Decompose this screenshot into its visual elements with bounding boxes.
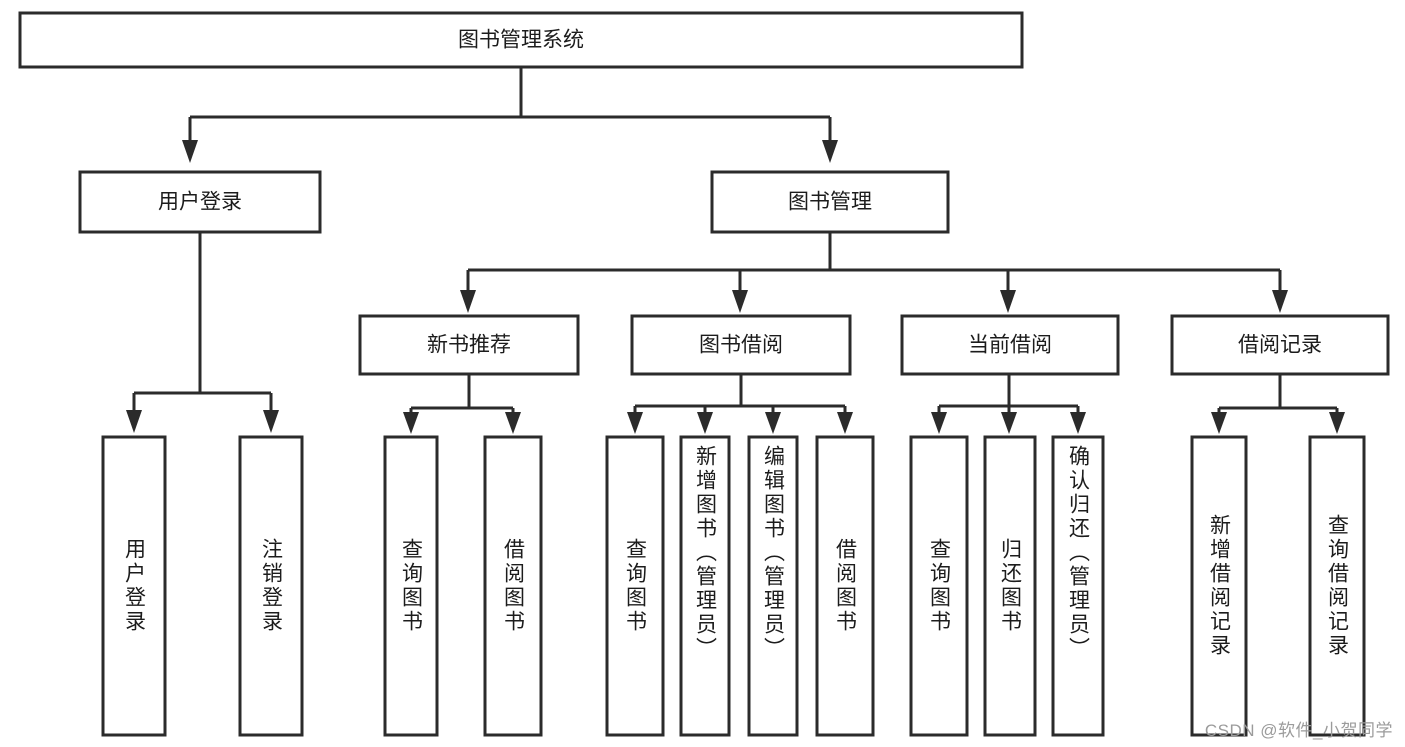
node-borrow-record[interactable]: 借阅记录 (1170, 314, 1390, 376)
arrow-head-new-book-rec (460, 290, 476, 313)
leaf-box-add-book-admin[interactable] (679, 435, 731, 737)
leaf-box-query-book-rec[interactable] (383, 435, 439, 737)
arrow-head-cb-3 (1070, 412, 1086, 434)
node-root[interactable]: 图书管理系统 (18, 11, 1024, 69)
node-book-borrow-box[interactable] (630, 314, 852, 376)
leaf-box-confirm-return-admin[interactable] (1051, 435, 1105, 737)
arrow-head-cb-2 (1001, 412, 1017, 434)
arrow-head-nbr-1 (403, 412, 419, 434)
node-new-book-recommend-box[interactable] (358, 314, 580, 376)
node-root-box[interactable] (18, 11, 1024, 69)
node-book-management[interactable]: 图书管理 (710, 170, 950, 234)
arrow-head-br-1 (1211, 412, 1227, 434)
arrow-head-book-mgmt (822, 140, 838, 163)
leaf-box-query-book-bb[interactable] (605, 435, 665, 737)
arrow-head-br-2 (1329, 412, 1345, 434)
leaf-box-add-borrow-record[interactable] (1190, 435, 1248, 737)
node-user-login-label: 用户登录 (158, 191, 242, 214)
connector-group-borrow-record (1211, 374, 1345, 434)
arrow-head-leaf-user-login (126, 410, 142, 433)
arrow-head-nbr-2 (505, 412, 521, 434)
arrow-head-book-borrow (732, 290, 748, 313)
leaf-box-borrow-book-rec[interactable] (483, 435, 543, 737)
arrow-head-bb-4 (837, 412, 853, 434)
node-user-login[interactable]: 用户登录 (78, 170, 322, 234)
node-current-borrow[interactable]: 当前借阅 (900, 314, 1120, 376)
leaf-box-borrow-book-bb[interactable] (815, 435, 875, 737)
node-book-management-label: 图书管理 (788, 191, 872, 214)
arrow-head-bb-2 (697, 412, 713, 434)
arrow-head-bb-3 (765, 412, 781, 434)
node-book-borrow[interactable]: 图书借阅 (630, 314, 852, 376)
connector-group-book-borrow (627, 374, 853, 434)
leaf-box-user-login[interactable] (101, 435, 167, 737)
arrow-head-cb-1 (931, 412, 947, 434)
arrow-head-current-borrow (1000, 290, 1016, 313)
connector-group-new-book-rec (403, 374, 521, 434)
arrow-head-user-login (182, 140, 198, 163)
arrow-head-bb-1 (627, 412, 643, 434)
leaf-box-return-book[interactable] (983, 435, 1037, 737)
connector-group-current-borrow (931, 374, 1086, 434)
node-borrow-record-box[interactable] (1170, 314, 1390, 376)
node-user-login-box[interactable] (78, 170, 322, 234)
connector-group-user-login (126, 232, 279, 433)
arrow-head-leaf-logout (263, 410, 279, 433)
node-new-book-recommend-label: 新书推荐 (427, 334, 511, 357)
connector-group-book-mgmt (460, 232, 1288, 313)
connector-group-root (182, 67, 838, 163)
leaf-box-logout[interactable] (238, 435, 304, 737)
leaf-box-query-borrow-record[interactable] (1308, 435, 1366, 737)
node-borrow-record-label: 借阅记录 (1238, 334, 1322, 357)
node-book-borrow-label: 图书借阅 (699, 334, 783, 357)
node-book-management-box[interactable] (710, 170, 950, 234)
node-root-label: 图书管理系统 (458, 29, 584, 52)
node-current-borrow-label: 当前借阅 (968, 334, 1052, 357)
csdn-watermark: CSDN @软件_小贺同学 (1204, 721, 1393, 740)
node-new-book-recommend[interactable]: 新书推荐 (358, 314, 580, 376)
arrow-head-borrow-record (1272, 290, 1288, 313)
leaf-box-edit-book-admin[interactable] (747, 435, 799, 737)
leaf-box-query-book-cb[interactable] (909, 435, 969, 737)
node-current-borrow-box[interactable] (900, 314, 1120, 376)
